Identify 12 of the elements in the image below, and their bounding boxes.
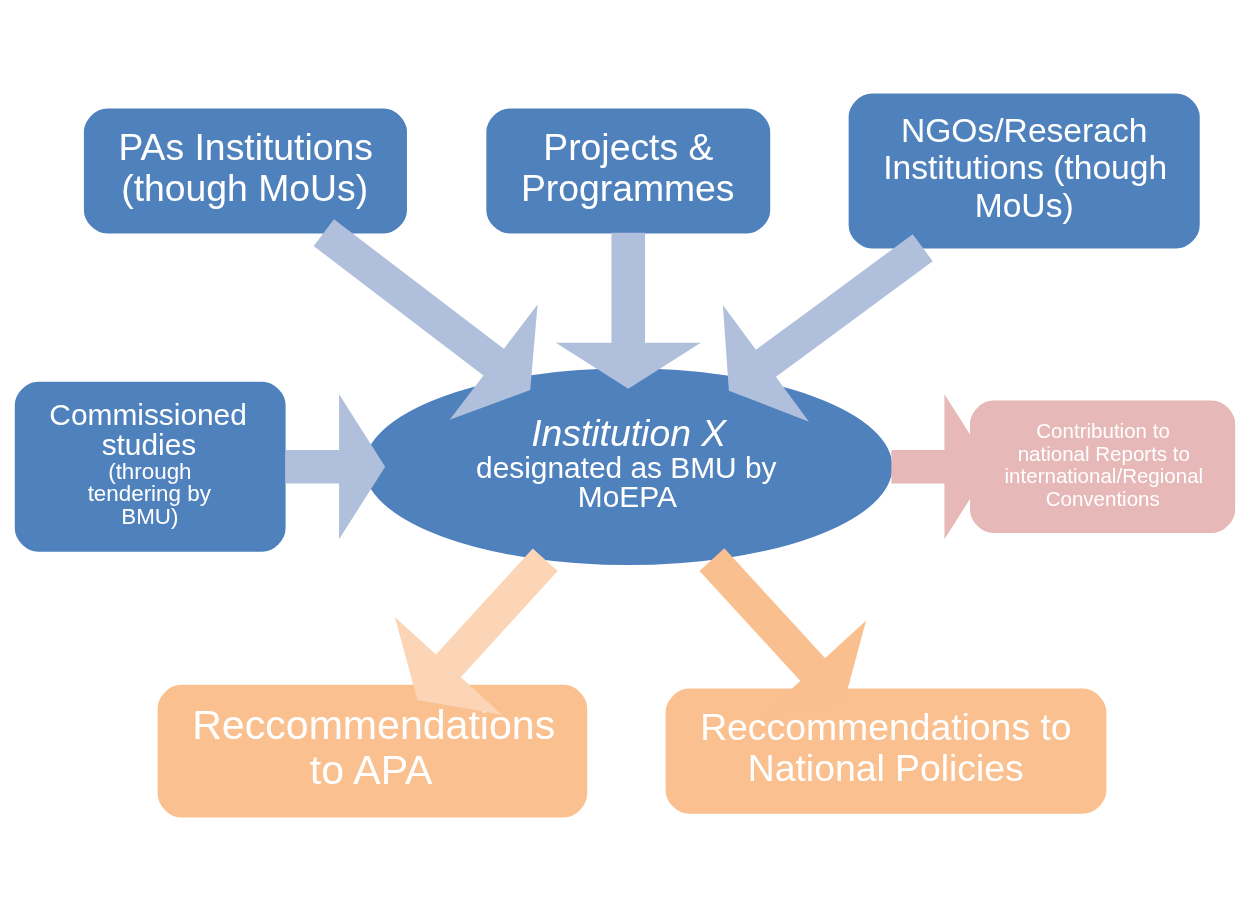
node-box: Reccommendations to National Policies [665,688,1107,814]
node-box: Projects & Programmes [486,108,771,234]
arrow [722,234,933,422]
node-box: PAs Institutions (though MoUs) [83,108,407,234]
arrow [555,232,701,389]
node-box: Commissioned studies (through tendering by BMU) [14,381,286,552]
arrow [313,219,538,420]
node-box: NGOs/Reserach Institutions (though MoUs) [848,93,1200,249]
arrow [285,394,386,540]
arrow [394,548,558,715]
node-box: Contribution to national Reports to international/Regional Conventions [970,400,1236,533]
node-box: Reccommendations to APA [157,684,588,818]
